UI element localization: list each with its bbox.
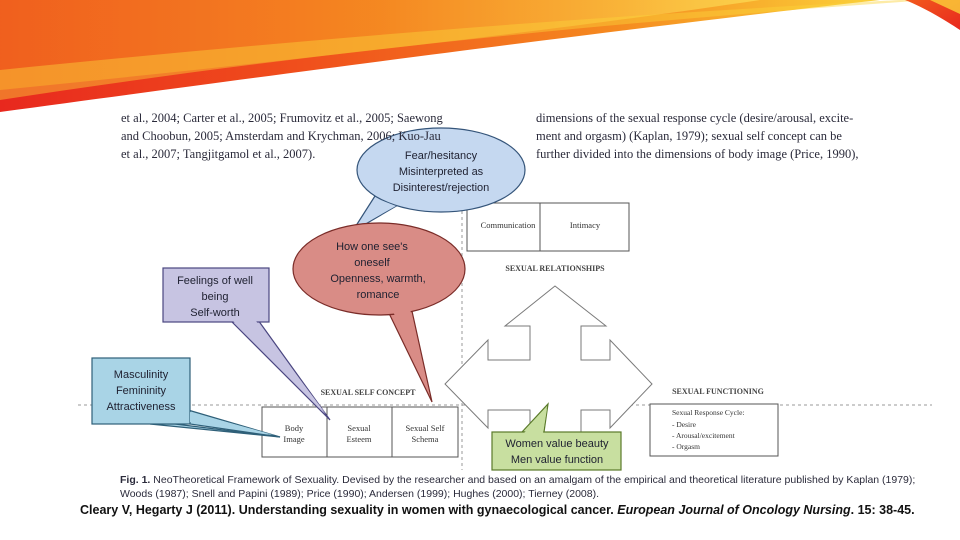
caption-text: NeoTheoretical Framework of Sexuality. D… xyxy=(120,474,916,500)
oneself-line: Openness, warmth, xyxy=(330,273,425,285)
citation-journal: European Journal of Oncology Nursing xyxy=(617,503,851,517)
fear-line: Fear/hesitancy xyxy=(405,150,478,162)
sexual-relationships-group: Communication Intimacy SEXUAL RELATIONSH… xyxy=(466,202,630,273)
sexual-functioning-group: SEXUAL FUNCTIONING Sexual Response Cycle… xyxy=(649,387,779,457)
gender-line: Femininity xyxy=(116,385,167,397)
gender-line: Attractiveness xyxy=(106,401,176,413)
callout-masculinity-femininity: Masculinity Femininity Attractiveness xyxy=(91,357,281,438)
self-concept-cell-sexual-esteem: Esteem xyxy=(346,434,371,444)
self-concept-cell-sexual-esteem: Sexual xyxy=(347,423,371,433)
beauty-line: Women value beauty xyxy=(505,438,609,450)
beauty-line: Men value function xyxy=(511,454,603,466)
sexual-self-concept-group: SEXUAL SELF CONCEPT Body Image Sexual Es… xyxy=(261,388,459,458)
paper-line: further divided into the dimensions of b… xyxy=(536,147,859,161)
self-concept-label: SEXUAL SELF CONCEPT xyxy=(321,388,417,397)
self-concept-cell-sexual-self-schema: Sexual Self xyxy=(406,423,445,433)
header-banner xyxy=(0,0,960,112)
four-way-arrow xyxy=(444,285,653,441)
gender-line: Masculinity xyxy=(114,369,169,381)
caption-label: Fig. 1. xyxy=(120,474,151,486)
fear-line: Misinterpreted as xyxy=(399,166,484,178)
oneself-line: How one see's xyxy=(336,241,408,253)
paper-line: et al., 2007; Tangjitgamol et al., 2007)… xyxy=(121,147,316,161)
citation-authors: Cleary V, Hegarty J (2011). xyxy=(80,503,236,517)
callout-fear-hesitancy: Fear/hesitancy Misinterpreted as Disinte… xyxy=(351,127,526,233)
callout-women-value-beauty: Women value beauty Men value function xyxy=(491,402,622,471)
functioning-item: - Orgasm xyxy=(672,442,700,451)
paper-line: ment and orgasm) (Kaplan, 1979); sexual … xyxy=(536,129,842,143)
callout-feelings-of-well-being: Feelings of well being Self-worth xyxy=(162,267,331,421)
functioning-label: SEXUAL FUNCTIONING xyxy=(672,387,764,396)
functioning-title: Sexual Response Cycle: xyxy=(672,408,745,417)
functioning-item: - Arousal/excitement xyxy=(672,431,736,440)
wellbeing-line: being xyxy=(202,291,229,303)
relationships-label: SEXUAL RELATIONSHIPS xyxy=(505,264,605,273)
wellbeing-line: Feelings of well xyxy=(177,275,253,287)
citation-volume: . 15: 38-45. xyxy=(850,503,915,517)
fear-line: Disinterest/rejection xyxy=(393,182,490,194)
paper-line: and Choobun, 2005; Amsterdam and Krychma… xyxy=(121,129,441,143)
self-concept-cell-body-image: Body xyxy=(285,423,304,433)
wellbeing-line: Self-worth xyxy=(190,307,240,319)
functioning-item: - Desire xyxy=(672,420,697,429)
callout-how-one-sees-oneself: How one see's oneself Openness, warmth, … xyxy=(292,222,466,403)
oneself-line: romance xyxy=(357,289,400,301)
self-concept-cell-sexual-self-schema: Schema xyxy=(412,434,439,444)
paper-line: et al., 2004; Carter et al., 2005; Frumo… xyxy=(121,111,443,125)
relationships-cell-intimacy: Intimacy xyxy=(570,220,601,230)
relationships-cell-communication: Communication xyxy=(481,220,537,230)
paper-left-column: et al., 2004; Carter et al., 2005; Frumo… xyxy=(121,109,509,163)
citation: Cleary V, Hegarty J (2011). Understandin… xyxy=(80,503,915,517)
citation-title: Understanding sexuality in women with gy… xyxy=(238,503,614,517)
figure-caption: Fig. 1. NeoTheoretical Framework of Sexu… xyxy=(120,473,930,501)
paper-line: dimensions of the sexual response cycle … xyxy=(536,111,854,125)
oneself-line: oneself xyxy=(354,257,390,269)
self-concept-cell-body-image: Image xyxy=(283,434,304,444)
paper-right-column: dimensions of the sexual response cycle … xyxy=(536,109,924,163)
